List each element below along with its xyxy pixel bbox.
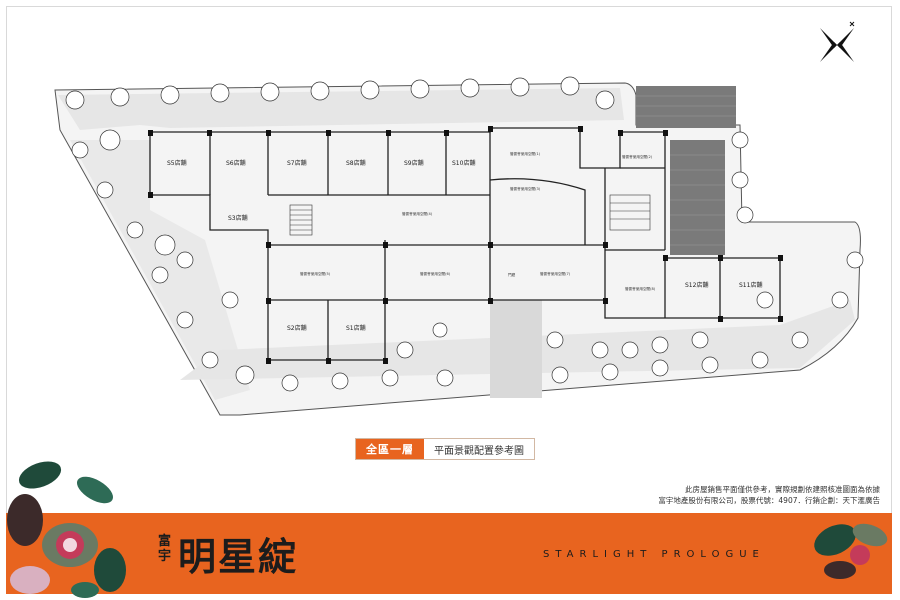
common-area-labels: 管委會使用空間(1) 管委會使用空間(2) 管委會使用空間(3) 管委會使用空間… [300, 151, 656, 291]
leaf-decoration-icon [814, 523, 888, 579]
columns [148, 126, 783, 364]
shop-label: S10店舖 [452, 159, 475, 167]
disclaimer-line-2: 富宇地產股份有限公司，股票代號：4907．行銷企劃：天下滙廣告 [658, 496, 880, 505]
legend-subtitle: 平面景觀配置參考圖 [434, 445, 524, 457]
shop-label: S12店舖 [685, 281, 708, 289]
shop-label: S5店舖 [167, 159, 187, 167]
stairs [289, 194, 651, 236]
area-label: 管委會使用空間(8) [625, 286, 656, 291]
shop-label: S6店舖 [226, 159, 246, 167]
legend-title: 全區一層 [356, 439, 424, 459]
disclaimer-line-1: 此房屋銷售平面僅供參考，實際規劃依建照核准圖面為依據 [685, 485, 880, 494]
area-label: 管委會使用空間(3) [510, 186, 541, 191]
shop-label: S9店舖 [404, 159, 424, 167]
area-label: 管委會使用空間(4) [402, 211, 433, 216]
area-label: 管委會使用空間(6) [420, 271, 451, 276]
shop-label: S11店舖 [739, 281, 762, 289]
area-label: 管委會使用空間(1) [510, 151, 541, 156]
plan-legend: 全區一層 平面景觀配置參考圖 [355, 438, 535, 460]
ramp-hatch [636, 86, 736, 255]
trees [65, 76, 864, 392]
brand-name: 明星綻 [178, 534, 299, 579]
shop-label: S3店舖 [228, 214, 248, 222]
area-label: 管委會使用空間(2) [622, 154, 653, 159]
brand-company: 富宇 [158, 534, 172, 564]
compass-north-icon [820, 21, 855, 62]
disclaimer: 此房屋銷售平面僅供參考，實際規劃依建照核准圖面為依據 富宇地產股份有限公司，股票… [658, 484, 880, 506]
floral-decoration-icon [7, 461, 126, 598]
brand-banner [6, 513, 892, 594]
floor-plan: S5店舖 S6店舖 S7店舖 S8店舖 S9店舖 S10店舖 S3店舖 S2店舖… [54, 76, 864, 416]
shop-label: S1店舖 [346, 324, 366, 332]
area-label: 管委會使用空間(5) [300, 271, 331, 276]
shop-label: S2店舖 [287, 324, 307, 332]
shop-label: S7店舖 [287, 159, 307, 167]
brand-english: STARLIGHT PROLOGUE [543, 549, 765, 560]
driveway [490, 300, 542, 398]
shop-labels: S5店舖 S6店舖 S7店舖 S8店舖 S9店舖 S10店舖 S3店舖 S2店舖… [167, 159, 762, 332]
shop-label: S8店舖 [346, 159, 366, 167]
area-label: 門廳 [508, 272, 516, 277]
area-label: 管委會使用空間(7) [540, 271, 571, 276]
